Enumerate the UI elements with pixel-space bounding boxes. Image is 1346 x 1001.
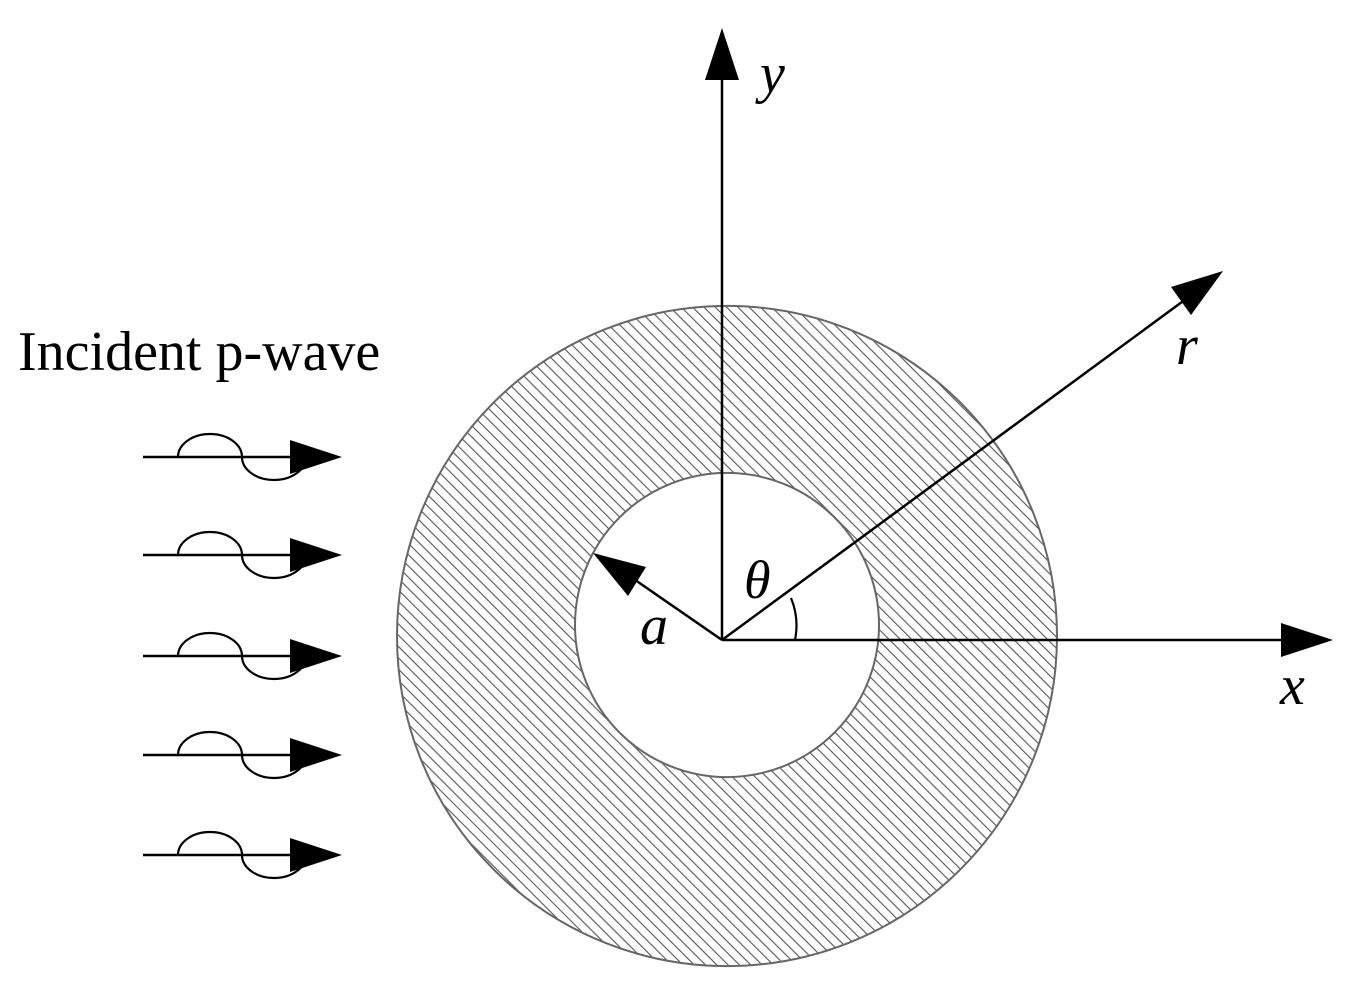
wave-arrow xyxy=(143,830,342,880)
r-axis-arrowhead xyxy=(1171,271,1223,315)
wave-arrow xyxy=(143,631,342,681)
x-axis-label: x xyxy=(1279,655,1305,717)
incident-wave-label: Incident p-wave xyxy=(18,321,380,383)
r-axis-label: r xyxy=(1176,315,1198,377)
wave-arrow xyxy=(143,432,342,482)
theta-label: θ xyxy=(744,550,771,610)
lining-ring xyxy=(395,305,1059,967)
y-axis xyxy=(705,28,739,640)
x-axis xyxy=(722,623,1333,657)
radius-label: a xyxy=(640,595,668,657)
y-axis-arrowhead xyxy=(705,28,739,80)
x-axis-arrowhead xyxy=(1281,623,1333,657)
r-axis xyxy=(721,271,1223,642)
radius-arrowhead xyxy=(593,553,646,596)
wave-arrow xyxy=(143,730,342,780)
incident-wave-arrows xyxy=(143,432,342,880)
radius-arrow xyxy=(593,553,723,642)
wave-arrow xyxy=(143,530,342,580)
y-axis-label: y xyxy=(755,43,785,105)
theta-arc xyxy=(789,597,798,641)
